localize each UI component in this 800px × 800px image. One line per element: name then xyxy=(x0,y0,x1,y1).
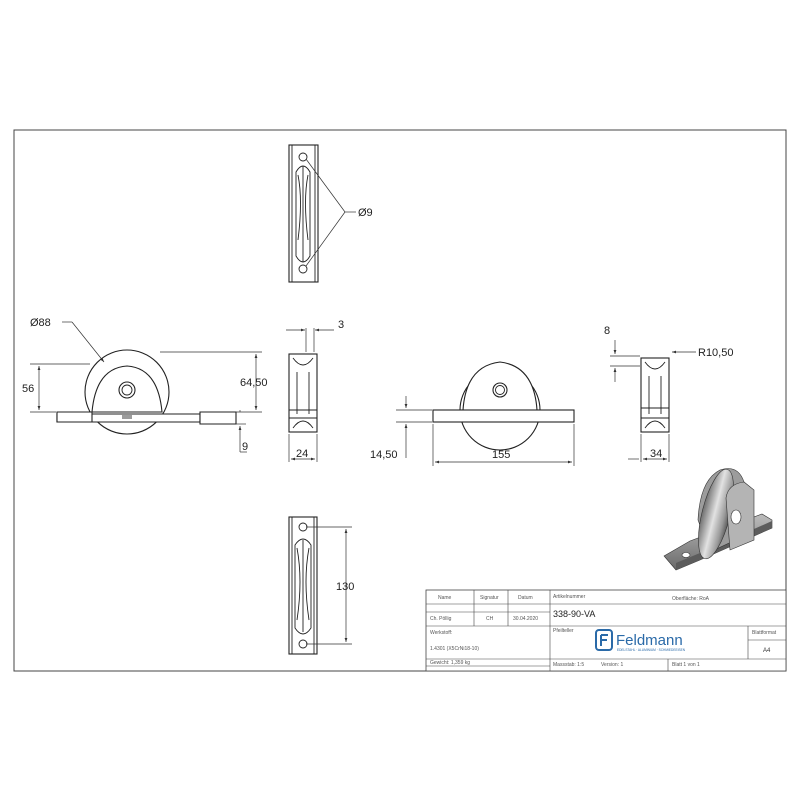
svg-text:EDELSTAHL · ALUMINIUM · SCHMIE: EDELSTAHL · ALUMINIUM · SCHMIEDEEISEN xyxy=(617,648,686,652)
dim-155: 155 xyxy=(492,449,510,461)
dim-64-50: 64,50 xyxy=(240,377,268,389)
top-view-upper: Ø9 xyxy=(288,144,373,283)
dim-dia88: Ø88 xyxy=(30,317,51,329)
tb-drawn-name: Ch. Pöllig xyxy=(430,616,452,622)
tb-drawn-date: 30.04.2020 xyxy=(513,616,538,622)
tb-sheet: Blatt 1 von 1 xyxy=(672,662,700,668)
dim-r10-50: R10,50 xyxy=(698,347,733,359)
tb-format-label: Blattformat xyxy=(752,630,777,636)
tb-drawn-sig: CH xyxy=(486,616,494,622)
feldmann-logo: Feldmann EDELSTAHL · ALUMINIUM · SCHMIED… xyxy=(595,629,686,652)
tb-material-label: Werkstoff: xyxy=(430,630,452,636)
front-view-wide: 14,50 155 xyxy=(370,361,575,466)
tb-weight: Gewicht: 1,359 kg xyxy=(430,660,470,666)
side-view-right: 8 R10,50 34 xyxy=(604,325,733,462)
tb-surface-label: Oberfläche: RoA xyxy=(672,596,710,602)
tb-article-label: Artikelnummer xyxy=(553,594,586,600)
tb-version: Version: 1 xyxy=(601,662,623,668)
tb-material-value: 1.4301 (X5CrNi18-10) xyxy=(430,646,479,652)
tb-article-number: 338-90-VA xyxy=(553,609,595,619)
dim-130: 130 xyxy=(336,581,354,593)
tb-col-datum: Datum xyxy=(518,595,533,601)
dim-34: 34 xyxy=(650,448,662,460)
svg-text:Feldmann: Feldmann xyxy=(616,632,683,649)
title-block: Name Signatur Datum Ch. Pöllig CH 30.04.… xyxy=(425,589,787,672)
drawing-border xyxy=(13,129,787,672)
isometric-view xyxy=(663,468,773,571)
tb-col-name: Name xyxy=(438,595,452,601)
tb-description-label: Pfeilteller xyxy=(553,628,574,634)
dim-14-50: 14,50 xyxy=(370,449,398,461)
tb-format-value: A4 xyxy=(763,648,771,654)
dim-3: 3 xyxy=(338,319,344,331)
side-view: Ø88 56 64,50 9 xyxy=(22,317,268,453)
dim-dia9: Ø9 xyxy=(358,207,373,219)
front-view-narrow: 3 24 xyxy=(286,319,344,462)
dim-24: 24 xyxy=(296,448,308,460)
tb-col-signatur: Signatur xyxy=(480,595,499,601)
dim-56: 56 xyxy=(22,383,34,395)
dim-8: 8 xyxy=(604,325,610,337)
dim-9: 9 xyxy=(242,441,248,453)
top-view-lower: 130 xyxy=(288,516,354,655)
tb-scale: Massstab: 1:5 xyxy=(553,662,584,668)
